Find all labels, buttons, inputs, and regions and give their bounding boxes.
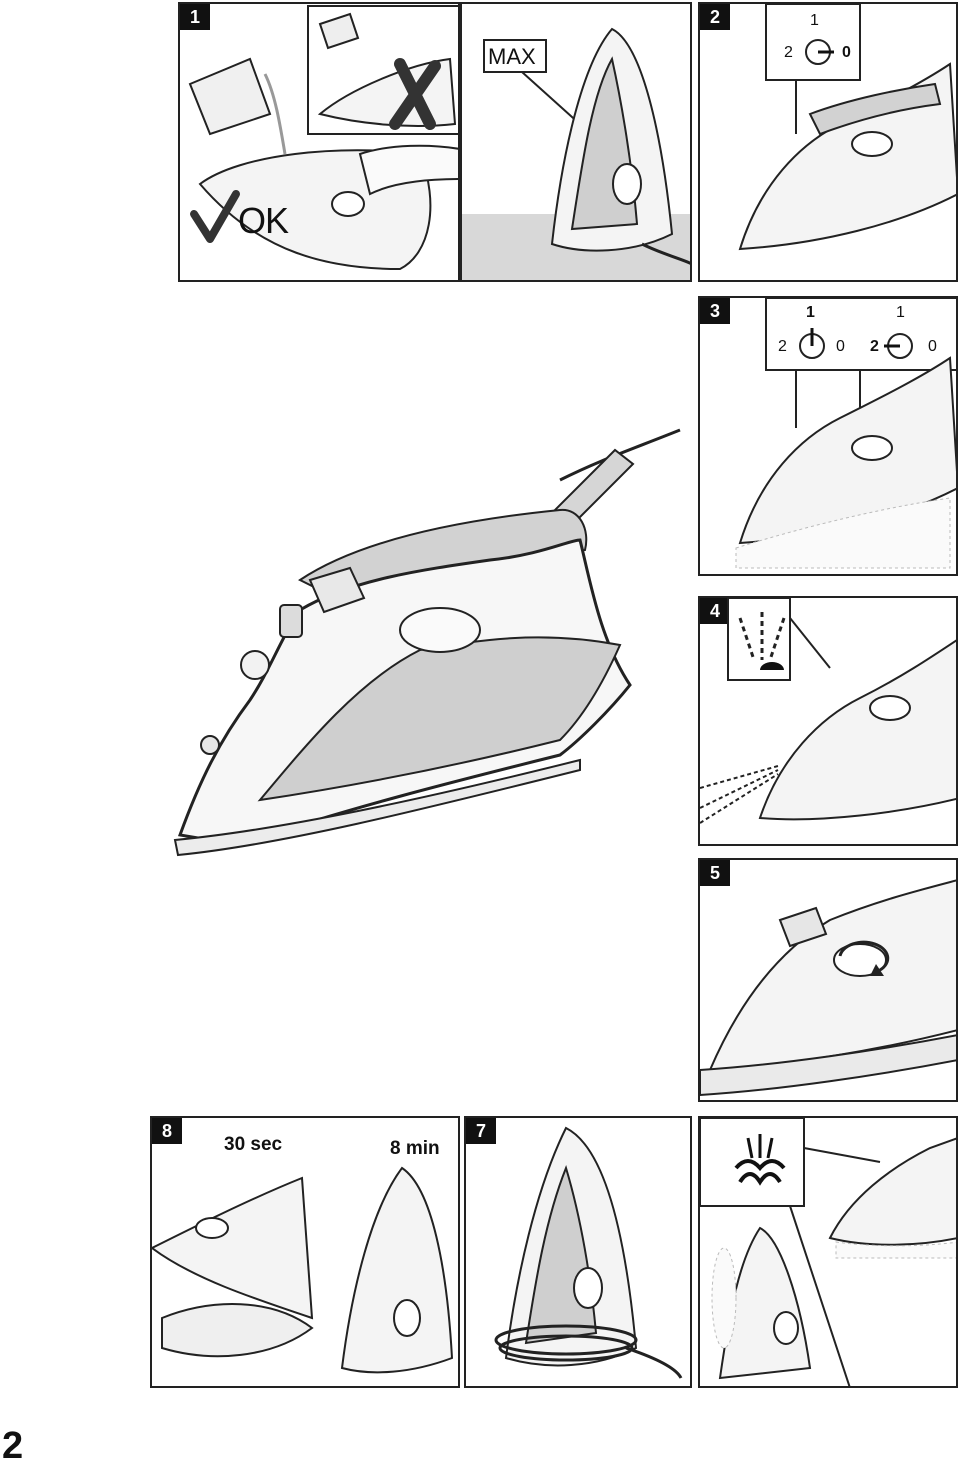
steam-burst-illustration [700, 1118, 956, 1386]
time-30-sec-label: 30 sec [224, 1134, 283, 1155]
page-number: 2 [2, 1425, 24, 1467]
dial-top-label: 1 [810, 12, 819, 29]
step-1-panel: 1 OK [178, 2, 460, 282]
step-6-panel: 6 [698, 1116, 958, 1388]
step-7-panel: 7 [464, 1116, 692, 1388]
spray-illustration [700, 598, 956, 824]
dial-b-right-label: 0 [928, 338, 937, 355]
steam-setting-illustration [735, 298, 956, 569]
step-5-panel: 5 [698, 858, 958, 1102]
cord-wrap-illustration [494, 1126, 683, 1379]
step-number: 3 [700, 298, 730, 324]
step-3-panel: 3 1 2 0 1 2 0 [698, 296, 958, 576]
dial-a-right-label: 0 [836, 338, 845, 355]
step-number: 7 [466, 1118, 496, 1144]
main-iron-illustration [160, 420, 700, 880]
step-number: 2 [700, 4, 730, 30]
step-number: 4 [700, 598, 730, 624]
step-number: 5 [700, 860, 730, 886]
dial-a-left-label: 2 [778, 338, 787, 355]
step-4-panel: 4 [698, 596, 958, 846]
step-8-panel: 8 30 sec 8 min [150, 1116, 460, 1388]
dial-right-label: 0 [842, 44, 851, 61]
ok-label: OK [238, 200, 289, 241]
time-8-min-label: 8 min [390, 1138, 440, 1159]
dial-left-label: 2 [784, 44, 793, 61]
step-2-panel: 2 1 2 0 [698, 2, 958, 282]
max-fill-panel: MAX [460, 2, 692, 282]
cooling-storage-illustration [152, 1166, 454, 1374]
iron-upright-max-illustration [462, 27, 690, 280]
dial-b-top-label: 1 [896, 304, 905, 321]
dial-setting-illustration [738, 4, 956, 251]
rotate-dial-illustration [700, 879, 956, 1097]
max-label: MAX [488, 44, 536, 69]
step-number: 8 [152, 1118, 182, 1144]
step-number: 1 [180, 4, 210, 30]
fill-water-illustration [188, 5, 458, 271]
dial-b-left-label: 2 [870, 338, 879, 355]
dial-a-top-label: 1 [806, 304, 815, 321]
